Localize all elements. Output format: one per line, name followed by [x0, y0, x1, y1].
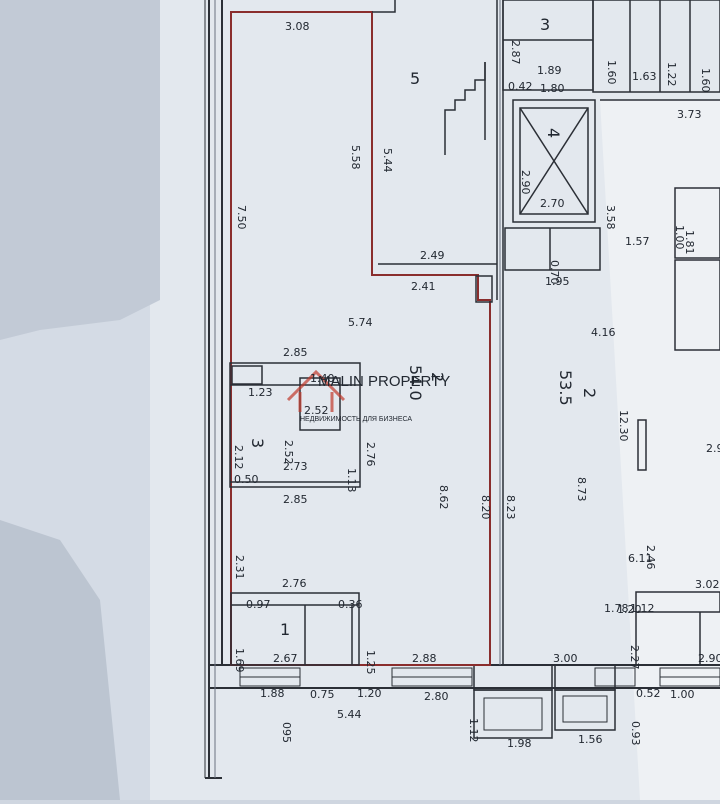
room-3-top-number: 3: [540, 15, 550, 34]
watermark-tagline: НЕДВИЖИМОСТЬ ДЛЯ БИЗНЕСА: [300, 416, 412, 423]
dimension-label: 0.75: [310, 688, 335, 701]
dimension-label: 1.20: [357, 687, 382, 700]
dimension-label: 2.31: [233, 555, 246, 580]
dimension-label: 2.49: [420, 249, 445, 262]
dimension-label: 4.16: [591, 326, 616, 339]
watermark-brand: MALIN PROPERTY: [318, 373, 450, 390]
dimension-label: 2.90: [698, 652, 720, 665]
dimension-label: 1.23: [248, 386, 273, 399]
dimension-label: 2.88: [412, 652, 437, 665]
dimension-label: 8.73: [575, 477, 588, 502]
dimension-label: 1.78: [604, 602, 629, 615]
dimension-label: 1.88: [260, 687, 285, 700]
dimension-label: 1.20: [617, 603, 642, 616]
dimension-label: 7.50: [235, 205, 248, 230]
dimension-label: 2.76: [282, 577, 307, 590]
dimension-label: 2.67: [273, 652, 298, 665]
dimension-label: 2.46: [644, 545, 657, 570]
dimension-label: 1.60: [605, 60, 618, 85]
dimension-label: 12.30: [617, 410, 630, 442]
dimension-label: 2.85: [283, 346, 308, 359]
shadow-area-bottom: [0, 520, 120, 800]
dimension-label: 3.73: [677, 108, 702, 121]
dimension-label: 1.12: [467, 718, 480, 743]
dimension-label: 2.73: [283, 460, 308, 473]
dimension-label: 1.57: [625, 235, 650, 248]
room-3-number: 3: [248, 438, 267, 448]
dimension-label: 2.85: [283, 493, 308, 506]
interior-walls: [229, 0, 720, 666]
dimension-label: 2.52: [304, 404, 329, 417]
room-4-number: 4: [544, 128, 563, 138]
stamp-number: 095: [280, 722, 293, 743]
dimension-label: 1.22: [665, 62, 678, 87]
dimension-label: 2.41: [411, 280, 436, 293]
room-2-number: 2: [428, 372, 447, 382]
dimension-label: 2.76: [364, 442, 377, 467]
dimension-label: 0.36: [338, 598, 363, 611]
dimension-label: 3.58: [604, 205, 617, 230]
dimension-label: 0.52: [636, 687, 661, 700]
dimension-label: 1.81: [683, 230, 696, 255]
outer-walls: [204, 0, 720, 779]
dimension-label: 1.63: [632, 70, 657, 83]
dimension-label: 1.13: [345, 468, 358, 493]
room-5-number: 5: [410, 69, 420, 88]
dimension-label: 8.62: [437, 485, 450, 510]
dimension-label: 2.9: [706, 442, 720, 455]
dimension-label: 6.11: [628, 552, 653, 565]
watermark-logo: [286, 369, 346, 412]
room-2-right-area: 53.5: [556, 370, 575, 406]
dimension-label: 1.69: [233, 648, 246, 673]
dimension-label: 0.70: [548, 260, 561, 285]
dimension-label: 8.20: [479, 495, 492, 520]
dimension-label: 1.40: [310, 372, 335, 385]
dimension-label: 3.02: [695, 578, 720, 591]
dimension-label: 1.00: [670, 688, 695, 701]
dimension-label: 0.93: [629, 721, 642, 746]
dimension-label: 2.80: [424, 690, 449, 703]
dimension-label: 0.42: [508, 80, 533, 93]
dimension-label: 1.25: [364, 650, 377, 675]
watermark-house-icon: [286, 369, 346, 412]
dimension-label: 1.98: [507, 737, 532, 750]
dimension-label: 1.00: [673, 225, 686, 250]
dimension-label: 2.70: [540, 197, 565, 210]
shadow-area: [0, 0, 160, 340]
dimension-label: 1.56: [578, 733, 603, 746]
dimension-label: 2.87: [509, 40, 522, 65]
dimension-label: 0.50: [234, 473, 259, 486]
dimension-label: 3.00: [553, 652, 578, 665]
wall-hatching: [214, 0, 501, 778]
room-2-area: 54.0: [406, 365, 425, 401]
dimension-label: 1.95: [545, 275, 570, 288]
room-1-number: 1: [280, 620, 290, 639]
dimension-label: 2.27: [628, 645, 641, 670]
room-2-right-number: 2: [580, 388, 599, 398]
dimension-label: 1.12: [630, 602, 655, 615]
dimension-label: 8.23: [504, 495, 517, 520]
dimension-label: 2.90: [519, 170, 532, 195]
dimension-label: 1.89: [537, 64, 562, 77]
dimension-label: 2.12: [232, 445, 245, 470]
dimension-label: 2.52: [282, 440, 295, 465]
dimension-label: 0.97: [246, 598, 271, 611]
dimension-label: 1.60: [699, 68, 712, 93]
dimension-label: 5.44: [337, 708, 362, 721]
dimension-label: 5.44: [381, 148, 394, 173]
dimension-label: 5.58: [349, 145, 362, 170]
dimension-label: 1.80: [540, 82, 565, 95]
dimension-label: 3.08: [285, 20, 310, 33]
right-glare: [600, 100, 720, 800]
dimension-label: 5.74: [348, 316, 373, 329]
